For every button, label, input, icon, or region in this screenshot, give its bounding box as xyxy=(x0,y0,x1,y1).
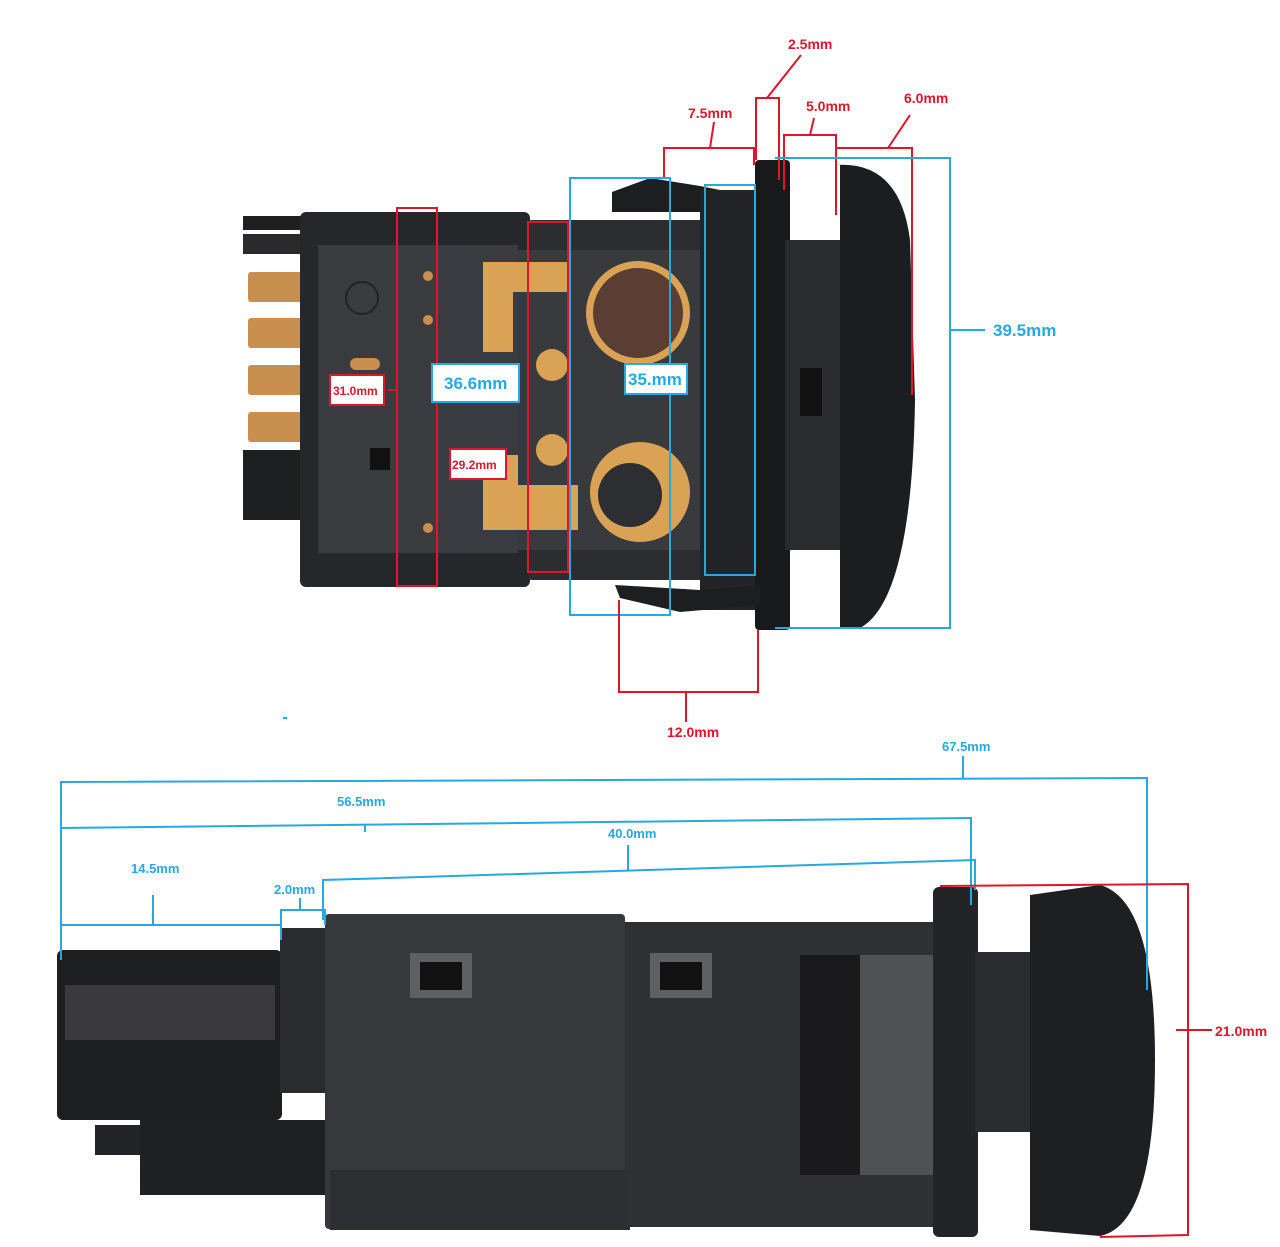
dim-56-5-bracket xyxy=(60,816,972,905)
label-39-5mm: 39.5mm xyxy=(993,321,1056,340)
label-36-6mm: 36.6mm xyxy=(444,374,507,393)
dim-29-2-box xyxy=(527,221,569,573)
dim-7-5-bracket xyxy=(663,147,755,178)
label-56-5mm: 56.5mm xyxy=(337,794,385,809)
label-40-0mm: 40.0mm xyxy=(608,826,656,841)
dim-14-5-bracket xyxy=(61,924,282,940)
label-35mm-box: 35.mm xyxy=(624,363,688,395)
label-35mm: 35.mm xyxy=(628,370,682,389)
dim-40-0-bracket xyxy=(322,858,976,920)
label-36-6mm-box: 36.6mm xyxy=(431,363,520,403)
dim-5-0-bracket xyxy=(783,134,837,215)
side-view-switch xyxy=(57,885,1155,1237)
dim-6-0-bracket xyxy=(836,147,913,395)
label-2-5mm: 2.5mm xyxy=(788,36,832,52)
label-2-0mm: 2.0mm xyxy=(274,882,315,897)
label-31-0mm: 31.0mm xyxy=(333,384,378,398)
dim-21-0-bracket xyxy=(939,882,1189,1238)
side-view-dimensions xyxy=(60,756,1212,1238)
label-29-2mm: 29.2mm xyxy=(452,458,497,472)
dim-35-box xyxy=(704,184,756,576)
dim-2-0-bracket xyxy=(280,909,326,925)
label-7-5mm: 7.5mm xyxy=(688,105,732,121)
label-5-0mm: 5.0mm xyxy=(806,98,850,114)
dim-12-0-bracket xyxy=(618,600,759,693)
top-view-dimensions xyxy=(283,54,985,722)
label-6-0mm: 6.0mm xyxy=(904,90,948,106)
label-29-2mm-box: 29.2mm xyxy=(449,448,507,480)
label-31-0mm-box: 31.0mm xyxy=(329,374,385,406)
label-21-0mm: 21.0mm xyxy=(1215,1023,1267,1039)
label-67-5mm: 67.5mm xyxy=(942,739,990,754)
dim-39-5-bracket xyxy=(775,157,951,629)
label-14-5mm: 14.5mm xyxy=(131,861,179,876)
label-12-0mm: 12.0mm xyxy=(667,724,719,740)
